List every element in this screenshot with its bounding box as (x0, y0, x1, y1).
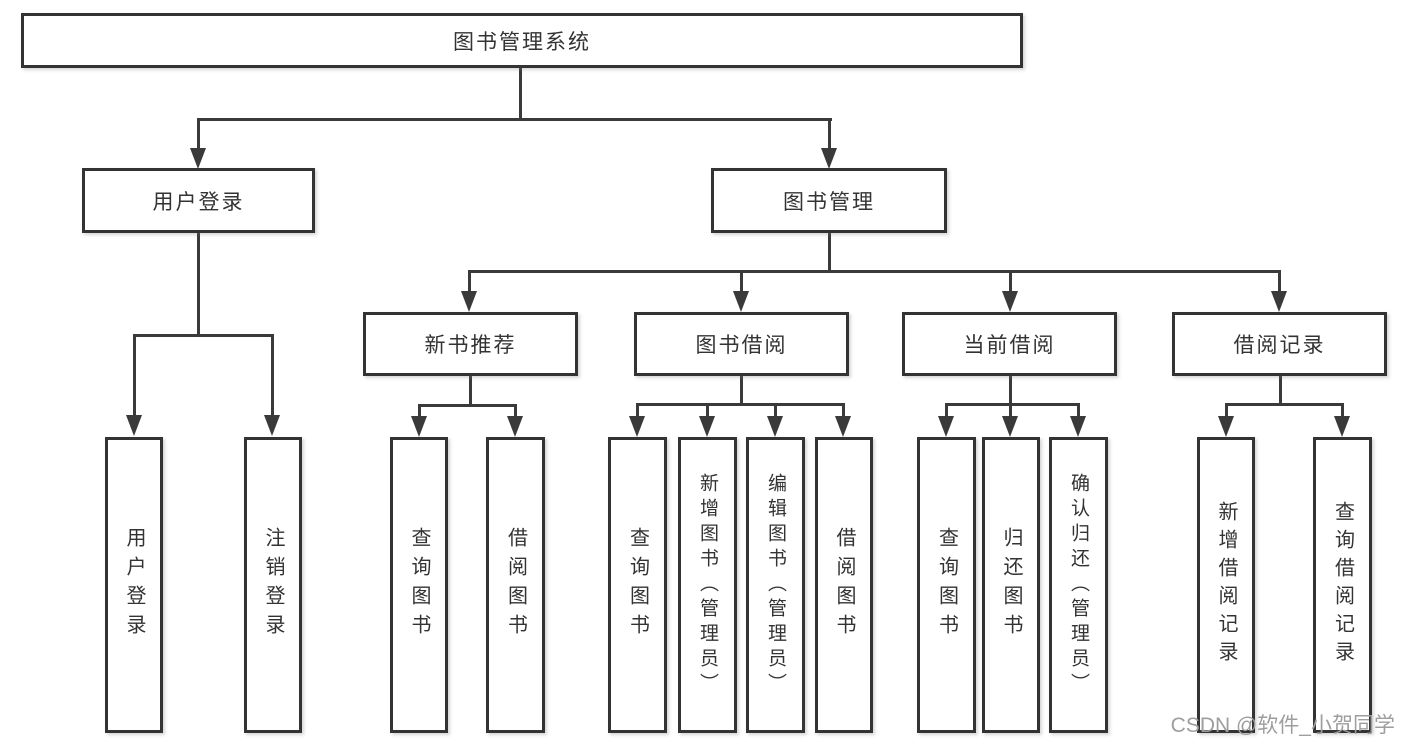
connector-borrowing-drop-4 (842, 403, 845, 417)
node-book-borrowing: 图书借阅 (634, 312, 849, 376)
node-new-book-recommend-label: 新书推荐 (424, 334, 517, 357)
arrow-down-icon (821, 148, 837, 169)
connector-root-drop-left (197, 118, 200, 149)
leaf-logout: 注销登录 (244, 437, 302, 733)
leaf-borrowing-borrow-books: 借阅图书 (815, 437, 873, 733)
connector-mgmt-drop-4 (1278, 270, 1281, 292)
connector-mgmt-drop-1 (468, 270, 471, 292)
leaf-recommend-borrow-books-label: 借阅图书 (504, 527, 527, 643)
node-root-label: 图书管理系统 (453, 30, 591, 54)
leaf-add-books-admin: 新增图书（管理员） (678, 437, 737, 733)
connector-borrowing-drop-1 (636, 403, 639, 417)
connector-login-drop-1 (133, 334, 136, 415)
node-root: 图书管理系统 (21, 13, 1023, 68)
connector-recommend-branch (418, 404, 517, 407)
node-borrow-records-label: 借阅记录 (1233, 334, 1326, 357)
leaf-borrowing-borrow-books-label: 借阅图书 (833, 527, 855, 643)
leaf-recommend-query-books: 查询图书 (390, 437, 448, 733)
connector-recommend-stem (469, 376, 472, 407)
arrow-down-icon (1334, 416, 1350, 437)
node-borrow-records: 借阅记录 (1172, 312, 1387, 376)
arrow-down-icon (733, 291, 749, 312)
arrow-down-icon (938, 416, 954, 437)
leaf-confirm-return-admin-label: 确认归还（管理员） (1068, 472, 1089, 698)
leaf-user-login-label: 用户登录 (123, 527, 145, 643)
node-user-login-label: 用户登录 (152, 190, 245, 214)
connector-current-drop-1 (945, 403, 948, 417)
connector-mgmt-branch (468, 270, 1281, 273)
node-book-management-label: 图书管理 (783, 190, 875, 214)
connector-current-stem (1009, 376, 1012, 406)
connector-records-drop-1 (1225, 403, 1228, 417)
arrow-down-icon (507, 416, 523, 437)
leaf-current-query-books-label: 查询图书 (935, 527, 958, 643)
leaf-return-books: 归还图书 (982, 437, 1040, 733)
connector-mgmt-drop-2 (740, 270, 743, 292)
arrow-down-icon (767, 416, 783, 437)
arrow-down-icon (1002, 291, 1018, 312)
leaf-return-books-label: 归还图书 (1000, 527, 1022, 643)
connector-login-drop-2 (271, 334, 274, 415)
node-book-borrowing-label: 图书借阅 (695, 334, 788, 357)
connector-recommend-drop-2 (514, 404, 517, 417)
node-new-book-recommend: 新书推荐 (363, 312, 578, 376)
connector-current-drop-3 (1077, 403, 1080, 417)
leaf-add-borrow-record-label: 新增借阅记录 (1215, 501, 1237, 669)
connector-root-branch (197, 118, 832, 121)
leaf-confirm-return-admin: 确认归还（管理员） (1049, 437, 1108, 733)
arrow-down-icon (1070, 416, 1086, 437)
arrow-down-icon (629, 416, 645, 437)
arrow-down-icon (411, 416, 427, 437)
connector-login-branch (133, 334, 274, 337)
leaf-logout-label: 注销登录 (262, 527, 284, 643)
arrow-down-icon (461, 291, 477, 312)
watermark-text: CSDN @软件_小贺同学 (1170, 714, 1395, 737)
connector-current-branch (945, 403, 1080, 406)
leaf-current-query-books: 查询图书 (917, 437, 976, 733)
connector-root-stem (519, 68, 522, 120)
node-book-management: 图书管理 (711, 168, 947, 233)
arrow-down-icon (190, 148, 206, 169)
leaf-edit-books-admin-label: 编辑图书（管理员） (765, 472, 786, 698)
connector-recommend-drop-1 (418, 404, 421, 417)
leaf-add-books-admin-label: 新增图书（管理员） (697, 472, 718, 698)
leaf-query-borrow-record: 查询借阅记录 (1313, 437, 1372, 733)
arrow-down-icon (835, 416, 851, 437)
connector-root-drop-right (828, 118, 831, 149)
node-current-borrowing-label: 当前借阅 (963, 334, 1056, 357)
arrow-down-icon (1002, 416, 1018, 437)
leaf-borrowing-query-books-label: 查询图书 (626, 527, 649, 643)
connector-current-drop-2 (1009, 403, 1012, 417)
connector-login-stem (197, 233, 200, 337)
arrow-down-icon (1218, 416, 1234, 437)
connector-borrowing-stem (740, 376, 743, 406)
connector-mgmt-drop-3 (1009, 270, 1012, 292)
connector-records-drop-2 (1341, 403, 1344, 417)
arrow-down-icon (1271, 291, 1287, 312)
leaf-borrowing-query-books: 查询图书 (608, 437, 667, 733)
connector-borrowing-drop-3 (774, 403, 777, 417)
node-user-login: 用户登录 (82, 168, 315, 233)
leaf-edit-books-admin: 编辑图书（管理员） (746, 437, 805, 733)
leaf-user-login: 用户登录 (105, 437, 163, 733)
node-current-borrowing: 当前借阅 (902, 312, 1117, 376)
arrow-down-icon (126, 415, 142, 436)
arrow-down-icon (264, 415, 280, 436)
leaf-query-borrow-record-label: 查询借阅记录 (1331, 501, 1354, 669)
leaf-add-borrow-record: 新增借阅记录 (1197, 437, 1255, 733)
connector-mgmt-stem (828, 233, 831, 273)
leaf-recommend-borrow-books: 借阅图书 (486, 437, 545, 733)
arrow-down-icon (699, 416, 715, 437)
connector-records-stem (1279, 376, 1282, 406)
connector-borrowing-branch (636, 403, 845, 406)
leaf-recommend-query-books-label: 查询图书 (408, 527, 430, 643)
connector-borrowing-drop-2 (706, 403, 709, 417)
connector-records-branch (1225, 403, 1344, 406)
